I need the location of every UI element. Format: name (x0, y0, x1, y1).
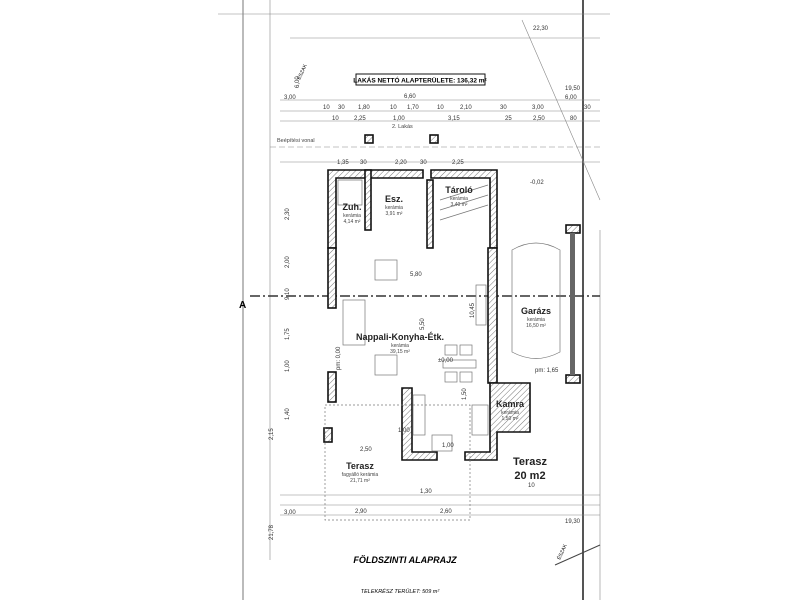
dim-label: 2,50 (533, 116, 545, 122)
net-area-label: LAKÁS NETTÓ ALAPTERÜLETE: 136,32 m² (353, 76, 487, 85)
svg-text:21,71 m²: 21,71 m² (350, 478, 370, 484)
dim-label: 2,15 (269, 428, 275, 440)
dim-label: 1,50 (462, 388, 468, 400)
room-eloszoba: Esz. kerámia 3,91 m² (385, 194, 403, 217)
dim-label: 19,30 (565, 519, 581, 525)
dim-label: 2,30 (285, 208, 291, 220)
room-kamra: Kamra kerámia 1,50 m² (496, 399, 525, 422)
dim-label: 30 (584, 105, 591, 111)
dim-label: 21,78 (269, 524, 275, 540)
svg-text:Garázs: Garázs (521, 306, 551, 316)
dim-label: 1,80 (358, 105, 370, 111)
car-outline (511, 242, 561, 359)
svg-text:kerámia: kerámia (450, 196, 468, 202)
dim-label: 2,25 (354, 116, 366, 122)
svg-text:kerámia: kerámia (527, 317, 545, 323)
dim-label: 1,35 (337, 160, 349, 166)
svg-text:Terasz: Terasz (513, 456, 548, 468)
svg-text:Tároló: Tároló (445, 185, 473, 195)
dimensions: 22,30 19,50 6,60 6,00 3,00 6,00 10 30 1,… (269, 26, 591, 540)
svg-text:kerámia: kerámia (391, 343, 409, 349)
entrance-label: 2. Lakás (392, 124, 413, 130)
dim-label: 10 (332, 116, 339, 122)
dim-label: 5,50 (420, 318, 426, 330)
dim-label: 6,00 (565, 95, 577, 101)
north-arrow-icon (554, 544, 601, 566)
dim-label: 1,00 (393, 116, 405, 122)
dim-label: 2,50 (360, 447, 372, 453)
svg-text:Zuh.: Zuh. (343, 202, 362, 212)
dim-label: 2,10 (460, 105, 472, 111)
dim-label: 10 (437, 105, 444, 111)
svg-text:kerámia: kerámia (385, 205, 403, 211)
plan-title: FÖLDSZINTI ALAPRAJZ (353, 555, 457, 565)
furniture (324, 179, 561, 521)
dim-label: 1,00 (442, 443, 454, 449)
svg-text:39,15 m²: 39,15 m² (390, 349, 410, 355)
dim-label: 10,45 (470, 302, 476, 318)
dim-label: pm: 1,65 (535, 368, 559, 374)
dim-label: 3,00 (284, 510, 296, 516)
svg-text:16,50 m²: 16,50 m² (526, 323, 546, 329)
dim-label: 3,00 (532, 105, 544, 111)
dim-label: 10 (528, 483, 535, 489)
dim-label: 2,25 (452, 160, 464, 166)
dim-label: 10 (390, 105, 397, 111)
dim-label: 22,30 (533, 26, 549, 32)
dim-label: pm: 0,00 (336, 346, 342, 370)
dim-label: ±0,00 (438, 358, 454, 364)
dim-label: 6,60 (404, 94, 416, 100)
dim-label: 25 (505, 116, 512, 122)
dim-label: 1,70 (407, 105, 419, 111)
dim-label: 30 (338, 105, 345, 111)
svg-text:4,14 m²: 4,14 m² (344, 219, 361, 225)
dim-label: 1,00 (398, 428, 410, 434)
dim-label: 1,40 (285, 408, 291, 420)
dim-label: 6,00 (295, 76, 301, 88)
svg-text:Kamra: Kamra (496, 399, 525, 409)
dim-label: 2,20 (395, 160, 407, 166)
svg-text:fagyálló kerámia: fagyálló kerámia (342, 472, 379, 478)
room-terasz-1: Terasz fagyálló kerámia 21,71 m² (342, 461, 379, 484)
svg-text:kerámia: kerámia (501, 410, 519, 416)
dim-label: 30 (420, 160, 427, 166)
building-line-label: Beépítési vonal (277, 138, 315, 144)
net-area-box (355, 73, 486, 86)
section-mark: A (239, 300, 246, 311)
room-zuhanyzo: Zuh. kerámia 4,14 m² (343, 202, 362, 225)
dim-label: 19,50 (565, 86, 581, 92)
room-terasz-2: Terasz 20 m2 (513, 456, 548, 482)
dim-label: 3,00 (284, 95, 296, 101)
svg-text:Terasz: Terasz (346, 461, 374, 471)
dim-label: 5,80 (410, 272, 422, 278)
svg-text:Esz.: Esz. (385, 194, 403, 204)
dim-label: 80 (570, 116, 577, 122)
dim-label: 1,00 (285, 360, 291, 372)
plot-lines (218, 0, 610, 600)
dim-label: 1,75 (285, 328, 291, 340)
svg-text:Nappali-Konyha-Étk.: Nappali-Konyha-Étk. (356, 332, 444, 342)
dim-label: 2,90 (355, 509, 367, 515)
dim-label: 10 (323, 105, 330, 111)
dim-label: 2,00 (285, 256, 291, 268)
dim-label: 30 (360, 160, 367, 166)
svg-text:kerámia: kerámia (343, 213, 361, 219)
walls (323, 134, 581, 461)
dim-label: 30 (500, 105, 507, 111)
room-tarolo: Tároló kerámia 3,40 m² (445, 185, 473, 208)
north-label-bottom: ÉSZAK (555, 542, 569, 560)
dim-label: 9,10 (285, 288, 291, 300)
svg-text:3,40 m²: 3,40 m² (451, 202, 468, 208)
svg-text:3,91 m²: 3,91 m² (386, 211, 403, 217)
room-nappali: Nappali-Konyha-Étk. kerámia 39,15 m² (356, 332, 444, 355)
room-garazs: Garázs kerámia 16,50 m² (521, 306, 551, 329)
svg-text:1,50 m²: 1,50 m² (502, 416, 519, 422)
svg-text:20 m2: 20 m2 (514, 470, 545, 482)
dim-label: 1,30 (420, 489, 432, 495)
dim-label: -0,02 (530, 180, 544, 186)
dim-label: 3,15 (448, 116, 460, 122)
dim-label: 2,60 (440, 509, 452, 515)
plot-area-label: TELEKRÉSZ TERÜLET: 509 m² (361, 588, 440, 595)
